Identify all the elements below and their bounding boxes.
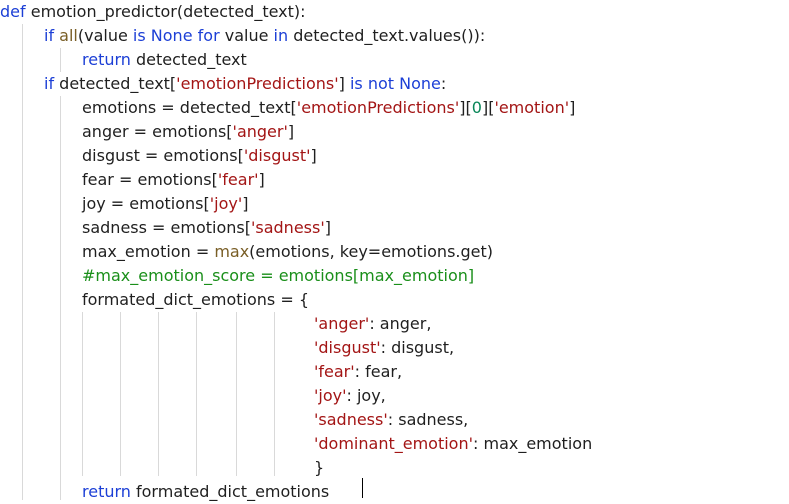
code-token: for [197,26,220,45]
code-line[interactable]: #max_emotion_score = emotions[max_emotio… [82,264,474,288]
code-token: all [59,26,78,45]
code-line[interactable]: joy = emotions['joy'] [82,192,248,216]
code-token: if [44,74,55,93]
indent-guide [236,312,237,476]
code-token: detected_text[ [54,74,177,93]
code-token: 'emotion' [494,98,570,117]
code-token: 'anger' [232,122,288,141]
code-token: : joy, [346,386,386,405]
code-line[interactable]: } [314,456,324,480]
code-token: max [214,242,250,261]
code-token: def [0,2,26,21]
code-line[interactable]: 'sadness': sadness, [314,408,468,432]
code-token: 'dominant_emotion' [314,434,473,453]
code-token: disgust = emotions[ [82,146,244,165]
code-token: None [399,74,441,93]
code-token: 'disgust' [243,146,311,165]
code-line[interactable]: anger = emotions['anger'] [82,120,294,144]
code-token: return [82,50,131,69]
indent-guide [158,312,159,476]
code-token: ] [242,194,249,213]
code-token: (emotions, key=emotions.get) [249,242,494,261]
text-cursor [362,478,363,498]
code-token: is [132,26,146,45]
code-token: ] [338,74,350,93]
code-line[interactable]: 'dominant_emotion': max_emotion [314,432,592,456]
indent-guide [60,48,61,72]
code-token: if [44,26,55,45]
code-token: : anger, [369,314,432,333]
code-token: ] [310,146,317,165]
indent-guide [82,312,83,476]
indent-guide [120,312,121,476]
indent-guide [196,312,197,476]
code-token: emotions = detected_text[ [82,98,297,117]
code-token: value [84,26,133,45]
code-token: 'emotionPredictions' [176,74,339,93]
code-line[interactable]: if detected_text['emotionPredictions'] i… [44,72,446,96]
code-line[interactable]: return formated_dict_emotions [82,480,329,504]
code-token: ( [77,26,85,45]
code-line[interactable]: def emotion_predictor(detected_text): [0,0,306,24]
code-token: sadness = emotions[ [82,218,251,237]
code-line[interactable]: 'fear': fear, [314,360,402,384]
code-line[interactable]: if all(value is None for value in detect… [44,24,485,48]
code-token: is not [349,74,395,93]
code-token: formated_dict_emotions = { [82,290,310,309]
code-line[interactable]: formated_dict_emotions = { [82,288,309,312]
code-line[interactable]: disgust = emotions['disgust'] [82,144,317,168]
code-token: : [440,74,447,93]
code-token: in [273,26,289,45]
code-token: ][ [481,98,495,117]
code-token: formated_dict_emotions [130,482,330,501]
code-line[interactable]: fear = emotions['fear'] [82,168,265,192]
code-token: None [150,26,193,45]
code-token: fear = emotions[ [82,170,218,189]
code-token: 'disgust' [314,338,381,357]
code-token: ] [258,170,265,189]
indent-guide [60,96,61,500]
code-token: 'fear' [314,362,355,381]
code-token: detected_text [130,50,247,69]
code-token: joy = emotions[ [82,194,210,213]
code-token: 'sadness' [250,218,325,237]
code-token: : sadness, [387,410,469,429]
code-token: ] [287,122,295,141]
code-token: return [82,482,131,501]
code-token: 'emotionPredictions' [296,98,460,117]
code-token: ): [293,2,306,21]
code-token: 'anger' [314,314,370,333]
code-token: max_emotion = [82,242,215,261]
code-token: detected_text.values()): [288,26,486,45]
code-token: #max_emotion_score = emotions[max_emotio… [82,266,475,285]
code-line[interactable]: return detected_text [82,48,247,72]
code-token: emotion_predictor [30,2,177,21]
code-token: : max_emotion [473,434,593,453]
code-token: ] [569,98,576,117]
code-line[interactable]: 'disgust': disgust, [314,336,454,360]
code-token: : fear, [354,362,403,381]
code-line[interactable]: 'joy': joy, [314,384,386,408]
code-token: 'joy' [314,386,347,405]
code-token: ][ [459,98,472,117]
code-token: detected_text [183,2,294,21]
code-line[interactable]: sadness = emotions['sadness'] [82,216,331,240]
code-line[interactable]: emotions = detected_text['emotionPredict… [82,96,575,120]
code-token: value [219,26,274,45]
code-token: anger = emotions[ [82,122,233,141]
code-line[interactable]: 'anger': anger, [314,312,431,336]
indent-guide [274,312,275,476]
code-token: 'sadness' [314,410,388,429]
code-token: 'joy' [209,194,243,213]
code-token: ] [324,218,331,237]
code-token: : disgust, [380,338,455,357]
code-token: } [314,458,325,477]
code-token: 0 [471,98,482,117]
code-token: 'fear' [217,170,259,189]
code-token: ( [176,2,184,21]
indent-guide [22,24,23,500]
code-line[interactable]: max_emotion = max(emotions, key=emotions… [82,240,493,264]
